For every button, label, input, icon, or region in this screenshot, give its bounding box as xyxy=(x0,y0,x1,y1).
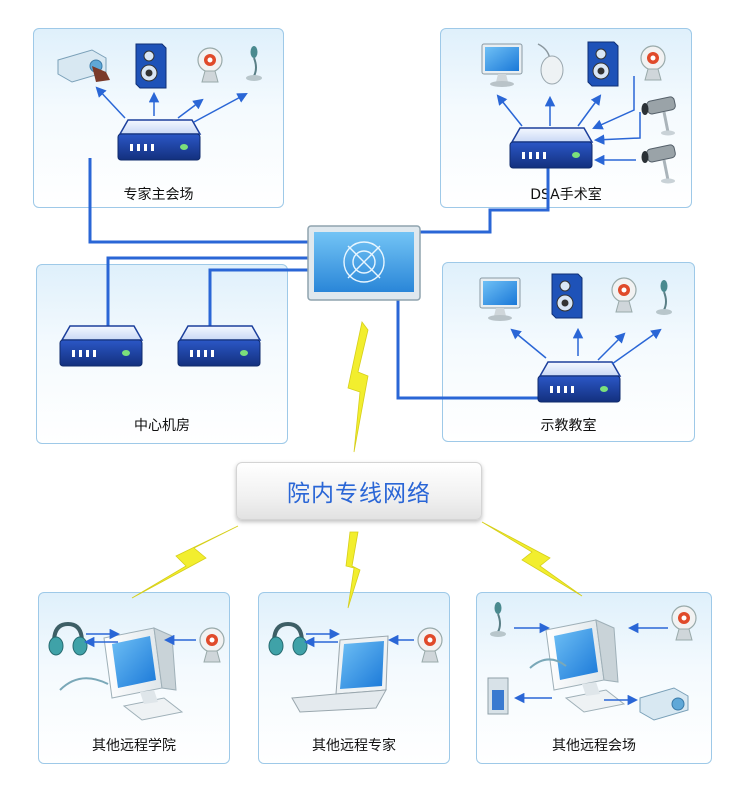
wire-center-left-hub xyxy=(106,256,312,328)
pc-tower-icon xyxy=(487,677,509,715)
network-label: 院内专线网络 xyxy=(287,481,431,507)
label-remote-expert: 其他远程专家 xyxy=(312,738,396,754)
projector-accessory-icon xyxy=(92,66,110,82)
monitor-icon xyxy=(479,277,521,322)
projector-icon xyxy=(639,687,689,721)
server-icon xyxy=(537,361,621,403)
microphone-icon xyxy=(489,601,507,638)
wire-teaching-hub xyxy=(396,292,540,400)
server-icon xyxy=(177,325,261,367)
headphones-icon xyxy=(267,622,309,657)
lightning-left xyxy=(131,525,239,599)
network-wires xyxy=(88,150,550,400)
arrows-expert xyxy=(95,86,248,123)
server-icon xyxy=(509,127,593,169)
hub-logo-icon xyxy=(343,241,385,283)
laptop-icon xyxy=(291,635,389,713)
server-icon xyxy=(117,119,201,161)
desktop-computer-icon xyxy=(545,619,625,713)
wire-dsa-hub xyxy=(418,150,550,234)
webcam-icon xyxy=(640,45,666,81)
cable-icon xyxy=(59,677,109,691)
server-icon xyxy=(59,325,143,367)
microphone-icon xyxy=(655,279,673,316)
label-remote-school: 其他远程学院 xyxy=(92,738,176,754)
lightning-middle xyxy=(345,531,361,609)
wireless-links xyxy=(131,321,583,609)
lightning-hub-network xyxy=(347,321,369,453)
webcam-icon xyxy=(417,627,443,663)
monitor-icon xyxy=(481,43,523,88)
label-remote-venue: 其他远程会场 xyxy=(552,738,636,754)
speaker-icon xyxy=(551,273,583,319)
webcam-icon xyxy=(197,47,223,83)
arrows-dsa xyxy=(496,76,641,166)
speaker-icon xyxy=(135,43,167,89)
cctv-camera-icon xyxy=(640,94,678,137)
arrows-remote-venue xyxy=(513,622,668,706)
label-center: 中心机房 xyxy=(134,418,190,434)
wire-expert-hub xyxy=(88,158,312,244)
network-label-box: 院内专线网络 xyxy=(236,462,482,520)
webcam-icon xyxy=(611,277,637,313)
label-teaching: 示教教室 xyxy=(540,418,597,434)
arrows-remote-expert xyxy=(303,628,414,648)
microphone-icon xyxy=(245,45,263,82)
webcam-icon xyxy=(199,627,225,663)
webcam-icon xyxy=(671,605,697,641)
wire-center-right-hub xyxy=(208,268,312,328)
label-expert-main: 专家主会场 xyxy=(123,187,194,203)
speaker-icon xyxy=(587,41,619,87)
cctv-camera-icon xyxy=(640,142,678,185)
arrows-teaching xyxy=(510,327,662,365)
cable-icon xyxy=(529,658,567,669)
mouse-icon xyxy=(537,43,564,85)
arrows-remote-school xyxy=(83,628,196,648)
headphones-icon xyxy=(47,622,89,657)
central-hub xyxy=(307,225,421,301)
lightning-right xyxy=(481,521,583,597)
